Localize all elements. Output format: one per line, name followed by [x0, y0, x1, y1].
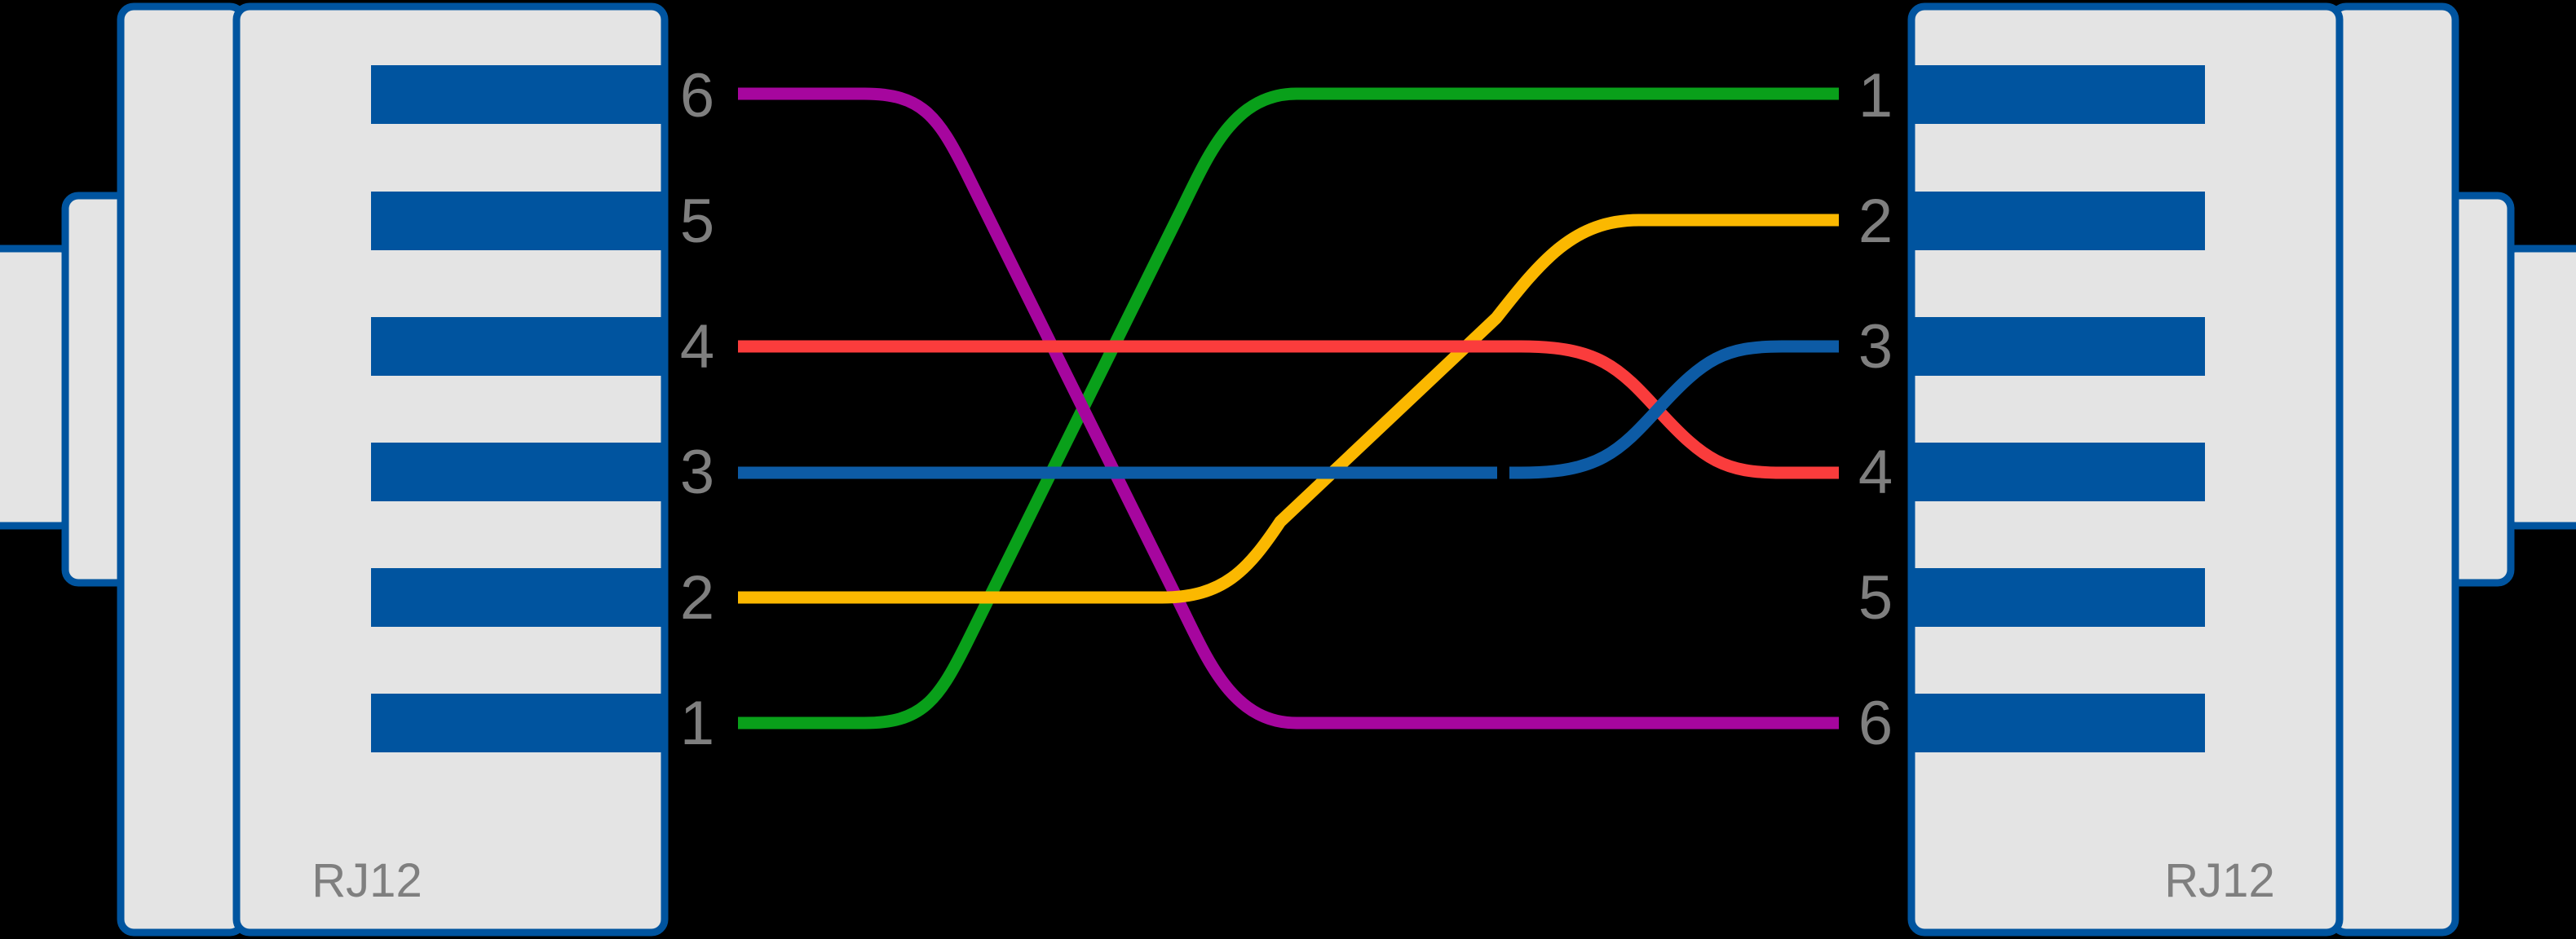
- wire-purple: [738, 87, 1839, 730]
- left-pin-label-row3: 4: [680, 312, 714, 381]
- right-pin-contact-3: [1911, 317, 2205, 376]
- left-pin-contact-6: [371, 65, 665, 124]
- left-pin-label-row2: 5: [680, 187, 714, 256]
- wire-yellow: [738, 214, 1839, 604]
- left-connector-caption: RJ12: [312, 854, 422, 907]
- right-pin-label-row2: 2: [1858, 187, 1893, 256]
- wire-red: [738, 340, 1839, 479]
- left-pin-contact-4: [371, 317, 665, 376]
- right-connector-caption: RJ12: [2164, 854, 2274, 907]
- right-pin-label-row5: 5: [1858, 563, 1893, 633]
- right-pin-contact-2: [1911, 192, 2205, 250]
- left-pin-contact-1: [371, 694, 665, 752]
- right-pin-contact-5: [1911, 568, 2205, 627]
- wire-green: [738, 87, 1839, 730]
- right-pin-contact-4: [1911, 443, 2205, 501]
- left-pin-label-row1: 6: [680, 61, 714, 130]
- left-pin-label-row4: 3: [680, 438, 714, 507]
- left-pin-contact-3: [371, 443, 665, 501]
- right-pin-label-row4: 4: [1858, 438, 1893, 507]
- right-pin-label-row3: 3: [1858, 312, 1893, 381]
- left-connector[interactable]: 6 5 4 3 2 1 RJ12: [0, 2, 714, 937]
- left-pin-label-row5: 2: [680, 563, 714, 633]
- right-pin-contact-6: [1911, 694, 2205, 752]
- wire-bundle: [738, 87, 1839, 730]
- left-pin-label-row6: 1: [680, 689, 714, 758]
- right-connector-shell-back: [2329, 2, 2459, 937]
- left-pin-contact-2: [371, 568, 665, 627]
- left-connector-shell-back: [117, 2, 247, 937]
- left-pin-contact-5: [371, 192, 665, 250]
- right-connector[interactable]: 1 2 3 4 5 6 RJ12: [1858, 2, 2576, 937]
- right-pin-contact-1: [1911, 65, 2205, 124]
- wire-blue-segment-b: [1509, 340, 1839, 479]
- right-pin-label-row6: 6: [1858, 689, 1893, 758]
- right-pin-label-row1: 1: [1858, 61, 1893, 130]
